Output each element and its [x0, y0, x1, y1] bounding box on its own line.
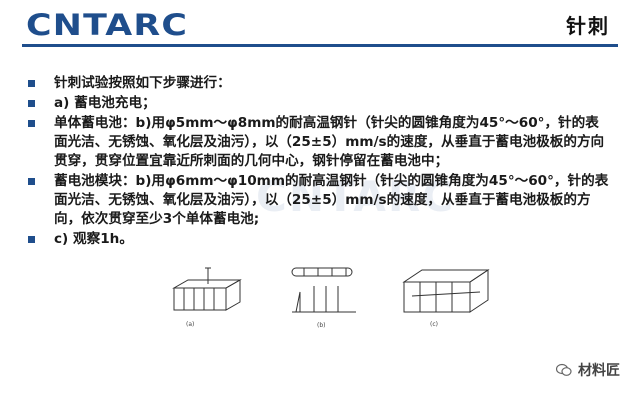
figure-a-label: (a) [186, 321, 195, 328]
wechat-icon [556, 363, 572, 376]
square-bullet-icon [28, 178, 35, 185]
bullet-list: 针刺试验按照如下步骤进行： a) 蓄电池充电； 单体蓄电池：b)用φ5mm～φ8… [28, 74, 610, 250]
figure-b-nail-penetration-illustration [291, 267, 356, 313]
square-bullet-icon [28, 80, 35, 87]
bullet-text: 单体蓄电池：b)用φ5mm～φ8mm的耐高温钢针（针尖的圆锥角度为45°～60°… [54, 115, 605, 169]
bullet-item: 蓄电池模块：b)用φ6mm～φ10mm的耐高温钢针（针尖的圆锥角度为45°～60… [28, 172, 610, 229]
figure-c-module-illustration [402, 269, 490, 313]
bullet-item: c) 观察1h。 [28, 230, 610, 249]
title-divider [22, 44, 618, 47]
bullet-text: a) 蓄电池充电； [54, 95, 156, 111]
figure-a-single-cell-illustration [172, 267, 242, 311]
figure-c-label: (c) [430, 321, 438, 328]
bullet-item: a) 蓄电池充电； [28, 94, 610, 113]
square-bullet-icon [28, 100, 35, 107]
slide-title: 针刺 [566, 14, 610, 38]
square-bullet-icon [28, 120, 35, 127]
bullet-text: 针刺试验按照如下步骤进行： [54, 75, 231, 91]
company-logo: CNTARC [26, 8, 189, 42]
account-name: 材料匠 [578, 363, 620, 379]
figure-b-label: (b) [317, 322, 326, 329]
wechat-attribution: 材料匠 [556, 360, 620, 380]
bullet-text: 蓄电池模块：b)用φ6mm～φ10mm的耐高温钢针（针尖的圆锥角度为45°～60… [54, 173, 609, 227]
bullet-text: c) 观察1h。 [54, 231, 133, 247]
square-bullet-icon [28, 236, 35, 243]
bullet-item: 单体蓄电池：b)用φ5mm～φ8mm的耐高温钢针（针尖的圆锥角度为45°～60°… [28, 114, 610, 171]
bullet-item: 针刺试验按照如下步骤进行： [28, 74, 610, 93]
